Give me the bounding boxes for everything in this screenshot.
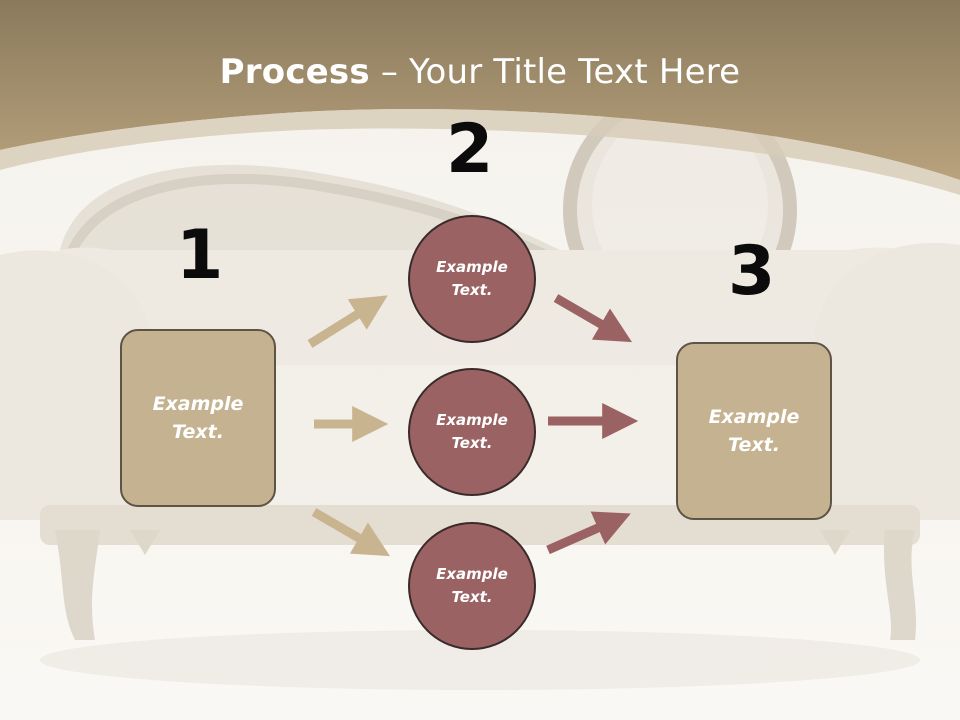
step-2-circle-top: Example Text. (408, 215, 536, 343)
title-text: Your Title Text Here (409, 52, 741, 92)
step-2-circle-bottom: Example Text. (408, 522, 536, 650)
title-bold: Process (219, 52, 370, 92)
step-3-box: Example Text. (676, 342, 832, 520)
header-banner (0, 0, 960, 180)
step-number-1: 1 (176, 216, 224, 295)
step-1-text: Example Text. (152, 392, 244, 444)
step-2-circle-middle: Example Text. (408, 368, 536, 496)
sofa-image (0, 88, 960, 690)
step-number-2: 2 (446, 110, 494, 189)
step-number-3: 3 (728, 232, 776, 311)
step-2-text-top: Example Text. (436, 257, 508, 299)
step-1-box: Example Text. (120, 329, 276, 507)
step-2-text-bottom: Example Text. (436, 564, 508, 606)
title-separator: – (369, 52, 410, 92)
step-2-text-middle: Example Text. (436, 410, 508, 452)
slide-title: Process – Your Title Text Here (0, 52, 960, 92)
step-3-text: Example Text. (708, 405, 800, 457)
